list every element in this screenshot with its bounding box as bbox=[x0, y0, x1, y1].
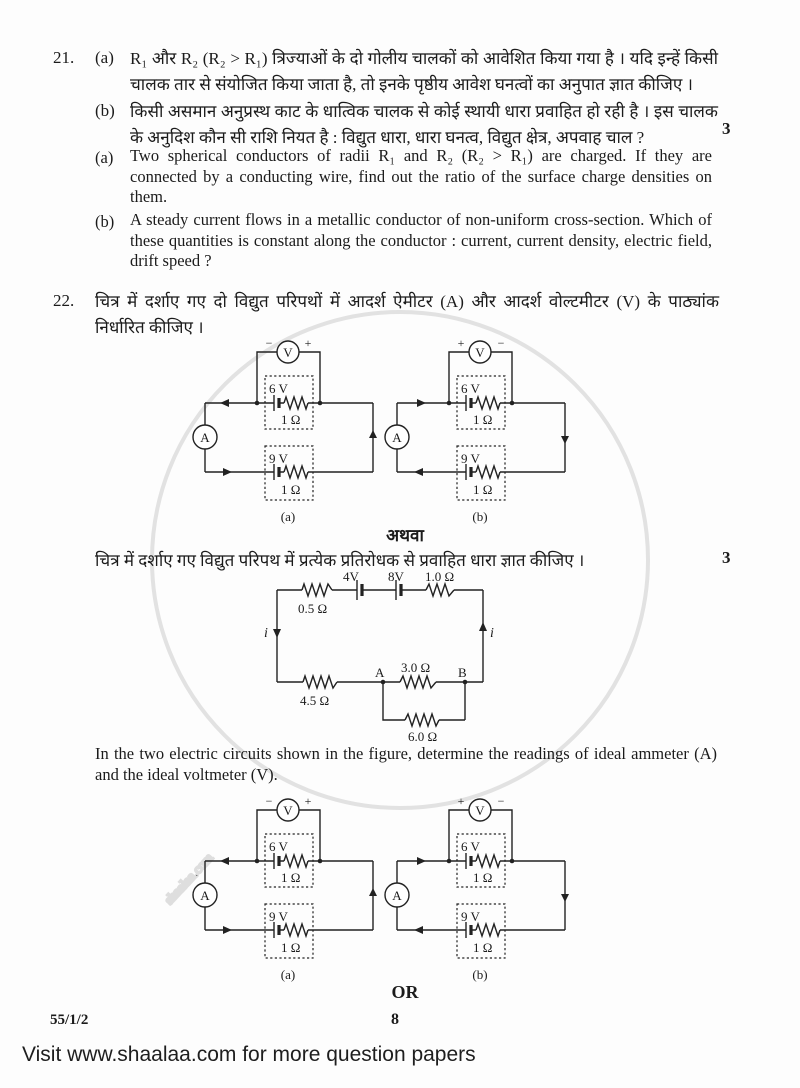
polarity-minus: − bbox=[498, 795, 505, 808]
resistor-3ohm-label: 3.0 Ω bbox=[401, 660, 430, 675]
voltmeter-icon bbox=[276, 798, 300, 822]
current-arrow-bottom-b bbox=[414, 468, 423, 476]
battery-6v-label: 6 V bbox=[269, 381, 289, 396]
current-arrow-right-b bbox=[561, 894, 569, 902]
current-i-label: i bbox=[264, 626, 268, 641]
battery-4v-label: 4V bbox=[343, 569, 360, 584]
ammeter-icon bbox=[192, 424, 218, 450]
voltmeter-label: V bbox=[475, 345, 485, 360]
battery-9v-label: 9 V bbox=[461, 451, 481, 466]
polarity-plus: + bbox=[305, 795, 312, 808]
battery-6v-label: 6 V bbox=[461, 839, 481, 854]
q21-english-a-label: (a) bbox=[95, 148, 114, 167]
q21-english-b-text: A steady current flows in a metallic con… bbox=[130, 210, 712, 270]
voltmeter-icon bbox=[276, 340, 300, 364]
subfigure-b-label: (b) bbox=[472, 967, 487, 982]
battery-8v-label: 8V bbox=[388, 569, 405, 584]
current-i-label: i bbox=[490, 626, 494, 641]
resistor-1ohm-label: 1.0 Ω bbox=[425, 569, 454, 584]
voltmeter-label: V bbox=[283, 345, 293, 360]
resistor-6ohm-label: 6.0 Ω bbox=[408, 729, 437, 744]
q21-english-a-text: Two spherical conductors of radii R₁ and… bbox=[130, 146, 712, 206]
resistor-1ohm-label: 1 Ω bbox=[473, 940, 492, 955]
current-arrow-left-a bbox=[220, 857, 229, 865]
subfigure-a-label: (a) bbox=[281, 967, 295, 982]
q22-marks: 3 bbox=[722, 548, 731, 567]
q21-hindi-a-label: (a) bbox=[95, 48, 114, 67]
footer-paper-code: 55/1/2 bbox=[50, 1012, 89, 1028]
current-arrow-right-a bbox=[369, 888, 377, 896]
q21-english-b-label: (b) bbox=[95, 212, 115, 231]
current-arrow-up bbox=[479, 622, 487, 631]
battery-6v-label: 6 V bbox=[461, 381, 481, 396]
current-arrow-left-b bbox=[417, 857, 426, 865]
node-b-label: B bbox=[458, 665, 467, 680]
figure-two-circuits-2: V V A A − + + − 6 V 1 Ω 9 V 1 Ω 6 V 1 Ω … bbox=[192, 795, 569, 982]
resistor-0p5ohm-label: 0.5 Ω bbox=[298, 601, 327, 616]
voltmeter-icon bbox=[468, 340, 492, 364]
node-a-label: A bbox=[375, 665, 385, 680]
ammeter-label: A bbox=[200, 888, 210, 903]
footer-page-number: 8 bbox=[391, 1011, 399, 1028]
resistor-1ohm-label: 1 Ω bbox=[281, 940, 300, 955]
q21-hindi-b-label: (b) bbox=[95, 101, 115, 120]
watermark-circle bbox=[150, 310, 650, 810]
polarity-minus: − bbox=[266, 795, 273, 808]
q22-hindi-intro: चित्र में दर्शाए गए दो विद्युत परिपथों म… bbox=[95, 292, 719, 337]
figure-resistor-network: 4V 8V 1.0 Ω 0.5 Ω i i 4.5 Ω A 3.0 Ω B 6.… bbox=[264, 569, 494, 744]
battery-6v-label: 6 V bbox=[269, 839, 289, 854]
q21-marks: 3 bbox=[722, 119, 731, 138]
current-arrow-left-a bbox=[220, 399, 229, 407]
ammeter-label: A bbox=[392, 430, 402, 445]
q21-number: 21. bbox=[53, 48, 75, 67]
polarity-minus: − bbox=[498, 337, 505, 350]
subfigure-a-label: (a) bbox=[281, 509, 295, 524]
q22-hindi-alt: चित्र में दर्शाए गए विद्युत परिपथ में प्… bbox=[95, 551, 585, 570]
current-arrow-bottom-b bbox=[414, 926, 423, 934]
battery-9v-label: 9 V bbox=[461, 909, 481, 924]
ammeter-label: A bbox=[200, 430, 210, 445]
battery-9v-label: 9 V bbox=[269, 451, 289, 466]
ammeter-icon bbox=[192, 882, 218, 908]
polarity-plus: + bbox=[458, 337, 465, 350]
q21-hindi-b-text: किसी असमान अनुप्रस्थ काट के धात्विक चालक… bbox=[130, 102, 718, 147]
resistor-1ohm-label: 1 Ω bbox=[473, 412, 492, 427]
current-arrow-bottom-a bbox=[223, 468, 232, 476]
shaalaa-banner: Visit www.shaalaa.com for more question … bbox=[22, 1043, 476, 1066]
resistor-1ohm-label: 1 Ω bbox=[281, 482, 300, 497]
resistor-1ohm-label: 1 Ω bbox=[473, 870, 492, 885]
current-arrow-right-a bbox=[369, 430, 377, 438]
resistor-1ohm-label: 1 Ω bbox=[473, 482, 492, 497]
battery-9v-label: 9 V bbox=[269, 909, 289, 924]
voltmeter-label: V bbox=[475, 803, 485, 818]
q21-hindi-a-text: R₁ और R₂ (R₂ > R₁) त्रिज्याओं के दो गोली… bbox=[130, 49, 718, 94]
polarity-plus: + bbox=[458, 795, 465, 808]
resistor-1ohm-label: 1 Ω bbox=[281, 870, 300, 885]
resistor-1ohm-label: 1 Ω bbox=[281, 412, 300, 427]
voltmeter-icon bbox=[468, 798, 492, 822]
subfigure-b-label: (b) bbox=[472, 509, 487, 524]
q22-number: 22. bbox=[53, 291, 75, 310]
ammeter-icon bbox=[384, 882, 410, 908]
figure-two-circuits-1: V V A A − + + − 6 V 1 Ω 9 V 1 Ω 6 V 1 Ω … bbox=[192, 337, 569, 524]
current-arrow-bottom-a bbox=[223, 926, 232, 934]
q22-english-intro: In the two electric circuits shown in th… bbox=[95, 744, 717, 784]
current-arrow-down bbox=[273, 629, 281, 638]
polarity-plus: + bbox=[305, 337, 312, 350]
ammeter-label: A bbox=[392, 888, 402, 903]
polarity-minus: − bbox=[266, 337, 273, 350]
or-english: OR bbox=[391, 982, 419, 1002]
or-hindi: अथवा bbox=[386, 526, 424, 545]
voltmeter-label: V bbox=[283, 803, 293, 818]
resistor-4p5ohm-label: 4.5 Ω bbox=[300, 693, 329, 708]
current-arrow-right-b bbox=[561, 436, 569, 444]
ammeter-icon bbox=[384, 424, 410, 450]
current-arrow-left-b bbox=[417, 399, 426, 407]
